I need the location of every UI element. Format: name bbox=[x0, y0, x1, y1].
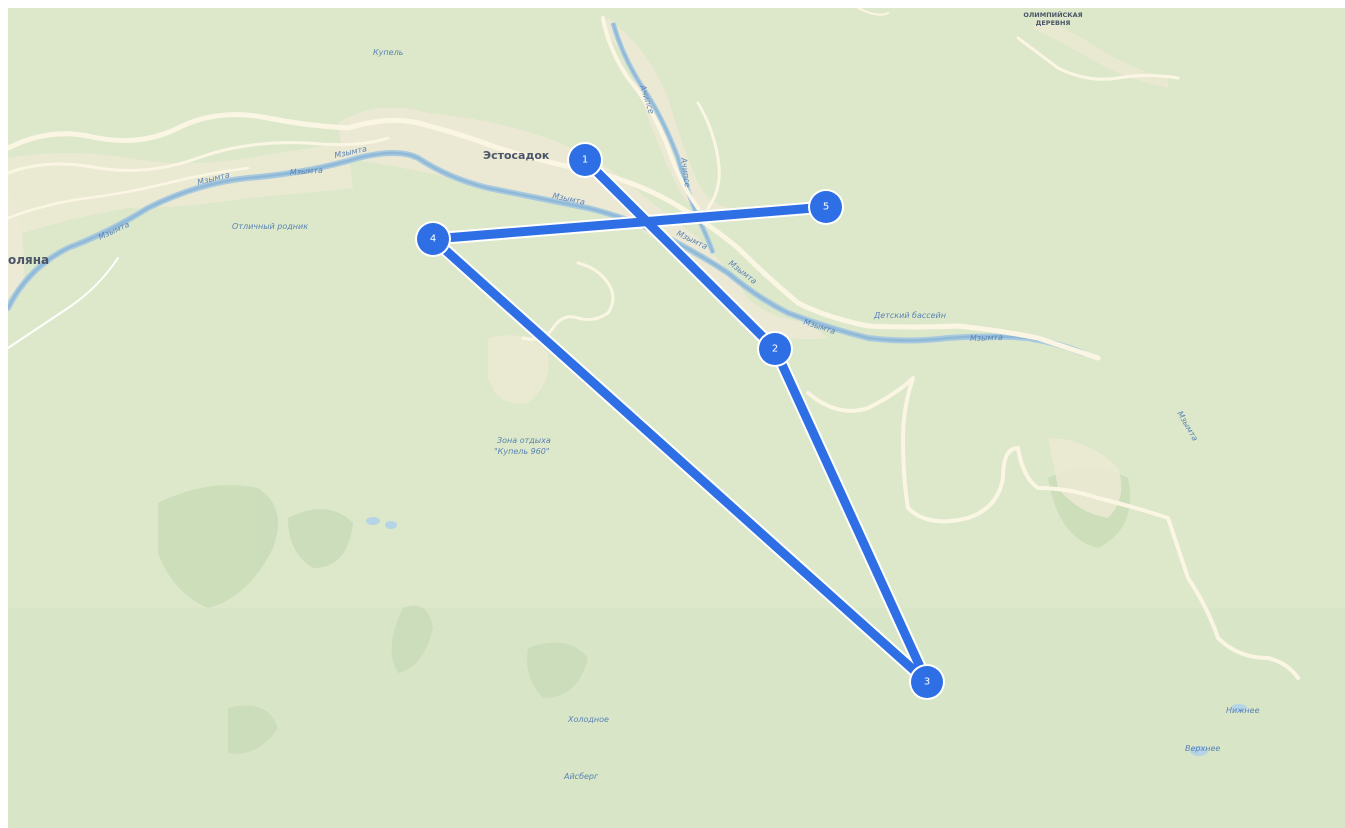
route-marker-5[interactable]: 5 bbox=[808, 189, 844, 225]
route-marker-label: 1 bbox=[582, 155, 588, 166]
lakes bbox=[366, 517, 1247, 756]
route-segment-2-3[interactable] bbox=[770, 344, 932, 687]
label-polyana: оляна bbox=[8, 253, 49, 267]
label-basseyn: Детский бассейн bbox=[873, 311, 946, 320]
label-aysberg: Айсберг bbox=[563, 772, 599, 781]
route-markers[interactable]: 1 2 3 4 5 bbox=[415, 142, 945, 700]
label-mzymta-3: Мзымта bbox=[290, 166, 324, 177]
route-marker-label: 3 bbox=[924, 677, 930, 688]
label-rodnik: Отличный родник bbox=[232, 222, 308, 231]
route-marker-label: 4 bbox=[430, 234, 436, 245]
label-zona-line2: "Купель 960" bbox=[494, 447, 550, 456]
route-marker-3[interactable]: 3 bbox=[909, 664, 945, 700]
route-segment-4-5[interactable] bbox=[428, 202, 831, 244]
terrain-lowland bbox=[8, 608, 1345, 828]
map-canvas[interactable]: Эстосадок ОЛИМПИЙСКАЯ ДЕРЕВНЯ оляна Купе… bbox=[8, 8, 1345, 828]
label-kupel: Купель bbox=[373, 48, 404, 57]
route-marker-1[interactable]: 1 bbox=[567, 142, 603, 178]
river-mzymta bbox=[8, 150, 1086, 356]
route-marker-label: 2 bbox=[772, 344, 778, 355]
label-mzymta-9: Мзымта bbox=[970, 333, 1003, 343]
route-marker-4[interactable]: 4 bbox=[415, 221, 451, 257]
label-olimp-line1: ОЛИМПИЙСКАЯ bbox=[1023, 10, 1082, 19]
route-segment-3-4[interactable] bbox=[428, 234, 932, 687]
label-verhnee: Верхнее bbox=[1185, 744, 1220, 753]
label-zona-line1: Зона отдыха bbox=[497, 436, 551, 445]
map-view[interactable]: Эстосадок ОЛИМПИЙСКАЯ ДЕРЕВНЯ оляна Купе… bbox=[8, 8, 1345, 828]
label-achipse-2: Ачипсе bbox=[679, 156, 692, 188]
label-estosadok: Эстосадок bbox=[483, 149, 550, 162]
river-achipse bbox=[610, 22, 716, 254]
label-olimp-line2: ДЕРЕВНЯ bbox=[1036, 19, 1071, 27]
route-marker-2[interactable]: 2 bbox=[757, 331, 793, 367]
label-holodnoe: Холодное bbox=[567, 715, 609, 724]
route-marker-label: 5 bbox=[823, 202, 829, 213]
map-labels: Эстосадок ОЛИМПИЙСКАЯ ДЕРЕВНЯ оляна Купе… bbox=[8, 10, 1260, 781]
route-path[interactable] bbox=[426, 153, 934, 689]
route-segment-1-2[interactable] bbox=[580, 155, 780, 354]
label-nizhnee: Нижнее bbox=[1226, 706, 1260, 715]
